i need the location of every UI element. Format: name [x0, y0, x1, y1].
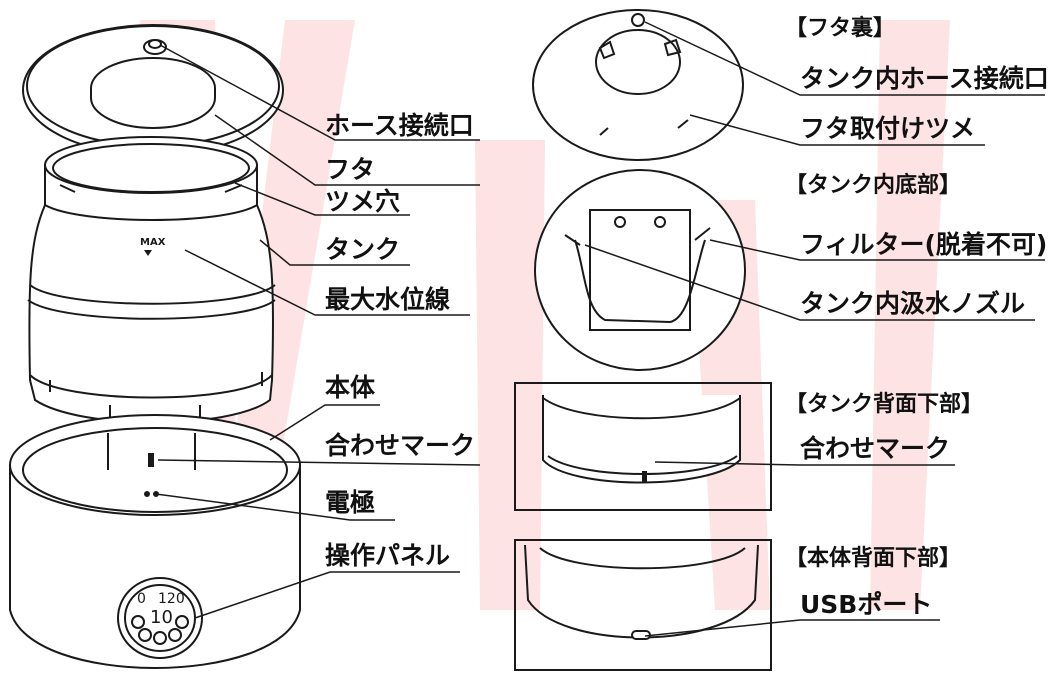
- label-panel: 操作パネル: [325, 541, 451, 570]
- label-electrode: 電極: [325, 488, 376, 517]
- body-back-bottom-box: [514, 539, 772, 671]
- label-hose-port: ホース接続口: [325, 111, 474, 140]
- header-tank-bottom: 【タンク内底部】: [785, 173, 962, 198]
- label-lid: フタ: [325, 155, 376, 184]
- body-drawing: [9, 414, 301, 670]
- panel-120: 120: [158, 591, 185, 607]
- lid-back-drawing: [532, 9, 744, 161]
- panel-10: 10: [150, 607, 173, 628]
- label-lid-tab: フタ取付けツメ: [800, 114, 976, 143]
- lid-drawing: [22, 24, 284, 156]
- label-tank: タンク: [325, 235, 401, 264]
- panel-0: 0: [137, 591, 146, 607]
- tank-back-bottom-box: [514, 382, 772, 511]
- tank-bottom-drawing: [534, 169, 746, 371]
- header-body-back-bottom: 【本体背面下部】: [785, 546, 962, 571]
- label-align-mark: 合わせマーク: [325, 431, 476, 460]
- label-tank-hose-port: タンク内ホース接続口: [800, 64, 1049, 93]
- label-body: 本体: [325, 373, 376, 402]
- label-align-mark-2: 合わせマーク: [800, 434, 951, 463]
- label-usb: USBポート: [800, 590, 933, 619]
- leader-lines: [155, 21, 1045, 637]
- header-lid-back: 【フタ裏】: [785, 16, 896, 41]
- tank-drawing: [27, 136, 276, 424]
- label-filter: フィルター(脱着不可): [800, 230, 1048, 259]
- header-tank-back-bottom: 【タンク背面下部】: [785, 392, 984, 417]
- max-mark: MAX: [140, 237, 166, 248]
- max-arrow-icon: [144, 250, 152, 256]
- label-tab-hole: ツメ穴: [325, 187, 401, 216]
- label-nozzle: タンク内汲水ノズル: [800, 289, 1026, 318]
- label-max-line: 最大水位線: [325, 285, 451, 314]
